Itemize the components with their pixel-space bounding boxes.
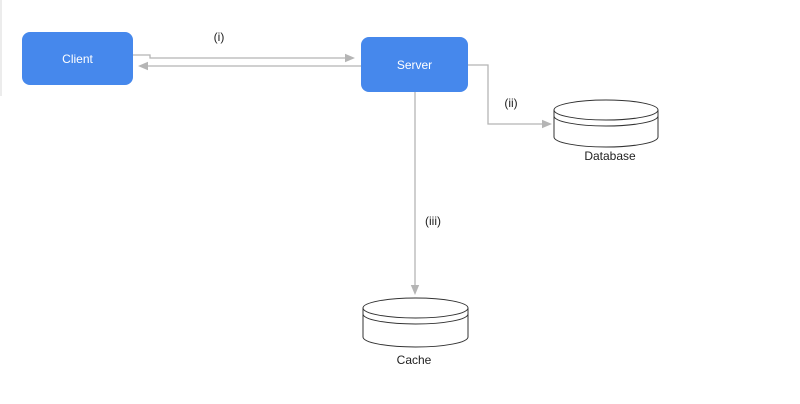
canvas-edge-line [0, 0, 2, 96]
edge-server-to-client [138, 61, 361, 71]
client-node-label: Client [62, 51, 93, 66]
edge-label-i: (i) [211, 29, 227, 45]
client-node: Client [22, 32, 133, 85]
cache-label: Cache [396, 352, 432, 367]
edge-label-ii: (ii) [502, 95, 520, 111]
edge-client-to-server [133, 53, 355, 63]
edge-server-to-database [468, 64, 552, 129]
database-label: Database [584, 148, 636, 163]
edge-server-to-cache [410, 92, 420, 295]
database-cylinder [553, 99, 659, 148]
cache-cylinder [362, 297, 469, 348]
server-node-label: Server [396, 57, 433, 72]
server-node: Server [361, 37, 468, 92]
edge-label-iii: (iii) [423, 213, 443, 229]
